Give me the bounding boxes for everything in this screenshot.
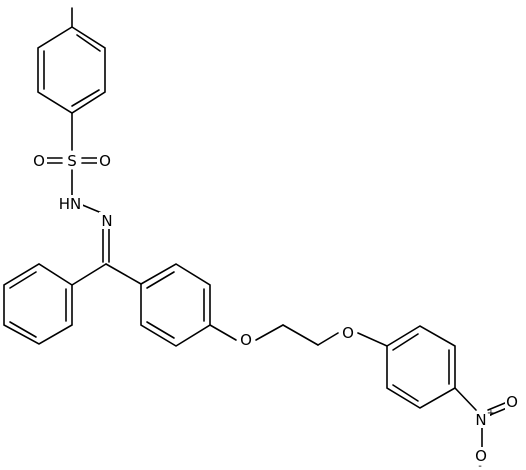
nitrophenyl-ring-bonds <box>386 325 456 409</box>
ether-oxygen-2-label: O <box>342 324 354 342</box>
sulfonyl-group <box>45 112 99 198</box>
nitro-oxygen-bottom-charge: - <box>478 461 482 470</box>
nitrophenyl-double-1 <box>392 333 419 351</box>
sulfur-label: S <box>67 152 77 170</box>
imine-nitrogen-label: N <box>101 212 112 230</box>
n-o-double-a <box>487 402 506 411</box>
middle-ring-bonds <box>140 263 211 347</box>
ring-nitro-bond <box>454 387 477 411</box>
c-phenyl-bond <box>71 263 107 286</box>
nitro-oxygen-top-label: O <box>506 393 518 411</box>
oxygen-sulfonyl-left-label: O <box>33 152 45 170</box>
ch2-ch2-bond <box>282 324 319 346</box>
nitrophenyl-ring <box>386 325 477 411</box>
ring-o1-bond <box>209 324 237 341</box>
phenyl-double-3 <box>9 271 37 289</box>
middle-double-3 <box>146 321 175 339</box>
nitro-nitrogen-charge: + <box>487 408 495 419</box>
tolyl-double-1 <box>76 34 101 52</box>
nitro-nitrogen-label: N <box>475 411 486 429</box>
ether-oxygen-1-label: O <box>240 331 252 349</box>
nh-label: HN <box>59 195 82 213</box>
hydrazone-linkage <box>71 203 142 286</box>
c-aryl-bond <box>105 263 142 285</box>
phenyl-ring <box>3 263 73 345</box>
ch2-o2-bond <box>317 332 339 346</box>
nitro-oxygen-bottom-label: O <box>475 447 487 465</box>
ethylene-linker <box>209 324 388 347</box>
middle-ring <box>140 263 211 347</box>
phenyl-double-2 <box>9 321 37 338</box>
o2-ring-bond <box>357 332 388 347</box>
atom-labels: S O O HN N O O N + O O - <box>31 152 521 470</box>
nitro-group <box>481 402 508 448</box>
tolyl-double-2 <box>71 89 100 107</box>
middle-double-1 <box>146 271 175 289</box>
tolyl-ring <box>37 7 106 114</box>
tolyl-ring-bonds <box>37 26 106 114</box>
oxygen-sulfonyl-right-label: O <box>99 152 111 170</box>
n-o-double-b <box>489 407 508 416</box>
phenyl-ring-bonds <box>3 263 73 345</box>
o1-ch2-bond <box>255 324 284 341</box>
nitrophenyl-double-3 <box>392 384 419 402</box>
